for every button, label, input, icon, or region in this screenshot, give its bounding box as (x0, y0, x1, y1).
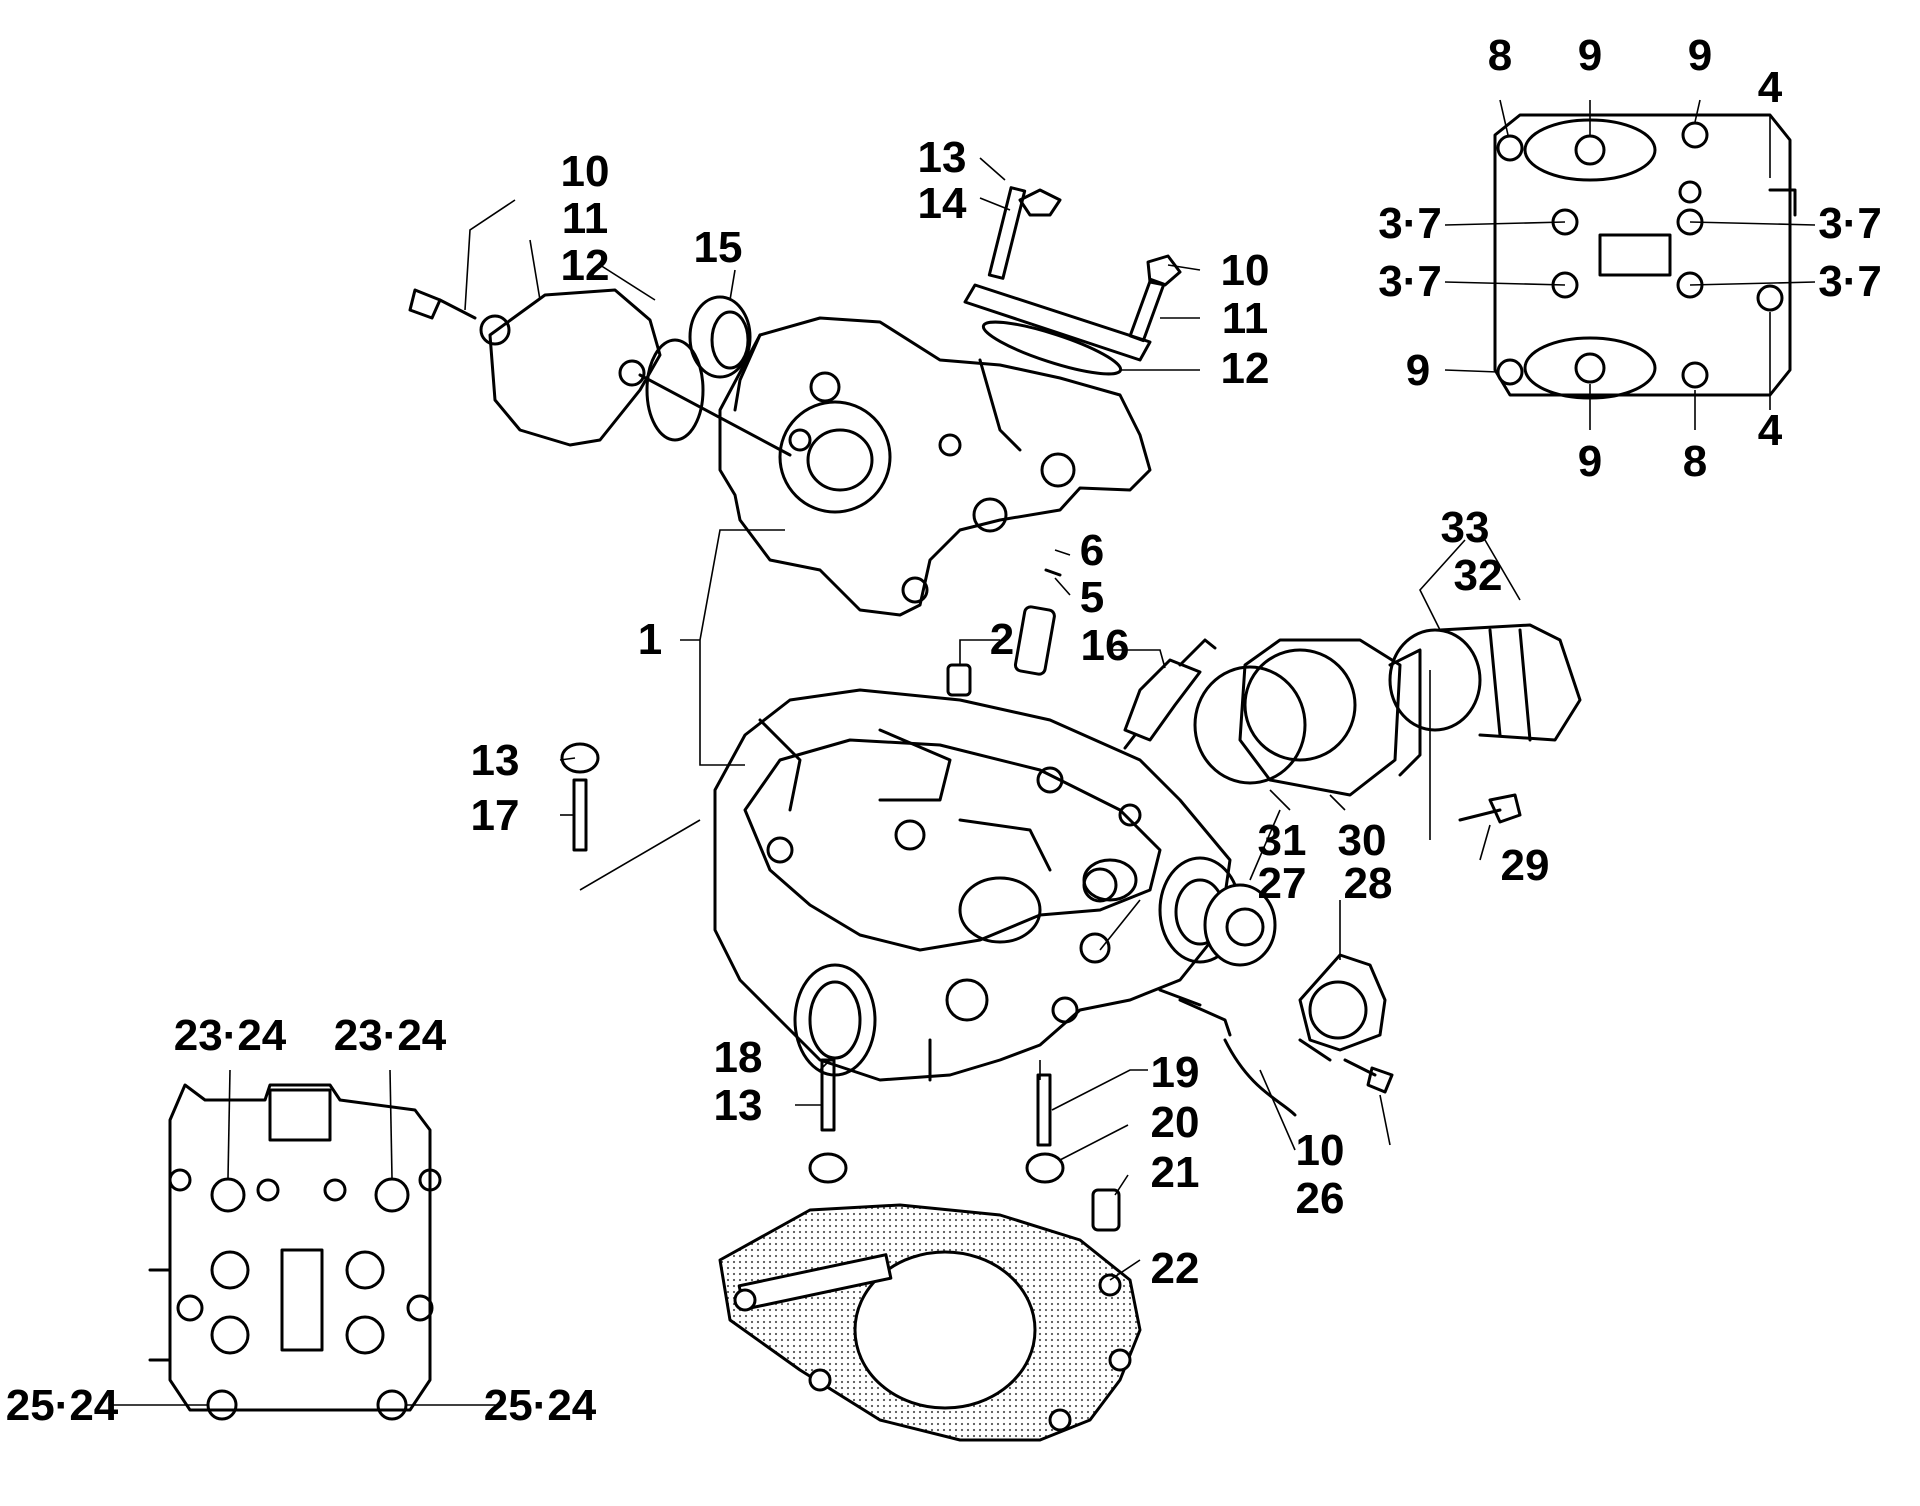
intake-clamp (1388, 623, 1582, 742)
valve-guide (1013, 568, 1062, 676)
callout-4-bottom: 4 (1758, 406, 1783, 455)
callout-8-top: 8 (1488, 31, 1512, 80)
callout-14: 14 (918, 179, 967, 228)
stud (572, 778, 588, 852)
callout-labels: 1 2 3·7 3·7 3·7 3·7 4 4 5 6 8 8 9 9 9 9 … (6, 31, 1882, 1430)
bolt (1458, 793, 1522, 824)
callout-20: 20 (1151, 1098, 1200, 1147)
callout-27: 27 (1258, 859, 1307, 908)
callout-12-right: 12 (1221, 344, 1270, 393)
callout-9-bottom: 9 (1578, 437, 1602, 486)
callout-8-bottom: 8 (1683, 437, 1707, 486)
callout-3-7-right-upper: 3·7 (1818, 199, 1882, 248)
nut (560, 742, 600, 774)
callout-12-left: 12 (561, 241, 610, 290)
breather-cover-plate (963, 186, 1182, 376)
seal (688, 295, 752, 379)
nut (808, 1152, 848, 1184)
temperature-sensor (1158, 988, 1297, 1117)
callout-21: 21 (1151, 1148, 1200, 1197)
callout-3-7-left-lower: 3·7 (1378, 257, 1442, 306)
callout-9-left: 9 (1406, 346, 1430, 395)
dowel-pin (1091, 1188, 1121, 1232)
callout-16: 16 (1081, 621, 1130, 670)
cylinder-head (713, 688, 1242, 1082)
cam-end-cap (408, 288, 792, 457)
dowel-pin (946, 663, 972, 697)
callout-11-right: 11 (1222, 294, 1269, 343)
callout-13-left: 13 (471, 736, 520, 785)
callout-30: 30 (1338, 816, 1387, 865)
callout-23-24-right: 23·24 (334, 1011, 447, 1060)
callout-3-7-right-lower: 3·7 (1818, 257, 1882, 306)
head-gasket (718, 1203, 1142, 1442)
callout-13-top: 13 (918, 133, 967, 182)
bolt (1343, 1058, 1394, 1094)
callout-32: 32 (1454, 551, 1503, 600)
callout-26: 26 (1296, 1174, 1345, 1223)
callout-2: 2 (990, 615, 1014, 664)
leader-lines (110, 99, 1816, 1406)
callout-5: 5 (1080, 573, 1104, 622)
spark-plug (1123, 638, 1217, 750)
callout-13-bottom: 13 (714, 1081, 763, 1130)
callout-4-top: 4 (1758, 63, 1783, 112)
callout-17: 17 (471, 791, 520, 840)
callout-11-left: 11 (562, 194, 609, 243)
callout-10-right: 10 (1221, 246, 1270, 295)
callout-25-24-right: 25·24 (484, 1381, 597, 1430)
callout-31: 31 (1258, 816, 1307, 865)
callout-19: 19 (1151, 1048, 1200, 1097)
callout-10-left: 10 (561, 147, 610, 196)
bolt-pattern-inset-top (1493, 113, 1797, 400)
callout-33: 33 (1441, 503, 1490, 552)
callout-1: 1 (638, 615, 662, 664)
callout-28: 28 (1344, 859, 1393, 908)
intake-boot (1193, 638, 1422, 797)
callout-15: 15 (694, 223, 743, 272)
callout-3-7-left-upper: 3·7 (1378, 199, 1442, 248)
stud (1036, 1073, 1052, 1147)
callout-9-top-middle: 9 (1578, 31, 1602, 80)
stud (820, 1058, 836, 1132)
callout-6: 6 (1080, 526, 1104, 575)
callout-23-24-left: 23·24 (174, 1011, 287, 1060)
callout-25-24-left: 25·24 (6, 1381, 119, 1430)
callout-18: 18 (714, 1033, 763, 1082)
thermostat (1203, 883, 1277, 967)
callout-9-top-right: 9 (1688, 31, 1712, 80)
callout-10-bottom: 10 (1296, 1126, 1345, 1175)
bolt-pattern-inset-bottom (148, 1083, 442, 1421)
washer (1025, 1152, 1065, 1184)
callout-22: 22 (1151, 1244, 1200, 1293)
valve-cover (718, 316, 1152, 617)
callout-29: 29 (1501, 841, 1550, 890)
thermostat-housing (1298, 953, 1387, 1062)
